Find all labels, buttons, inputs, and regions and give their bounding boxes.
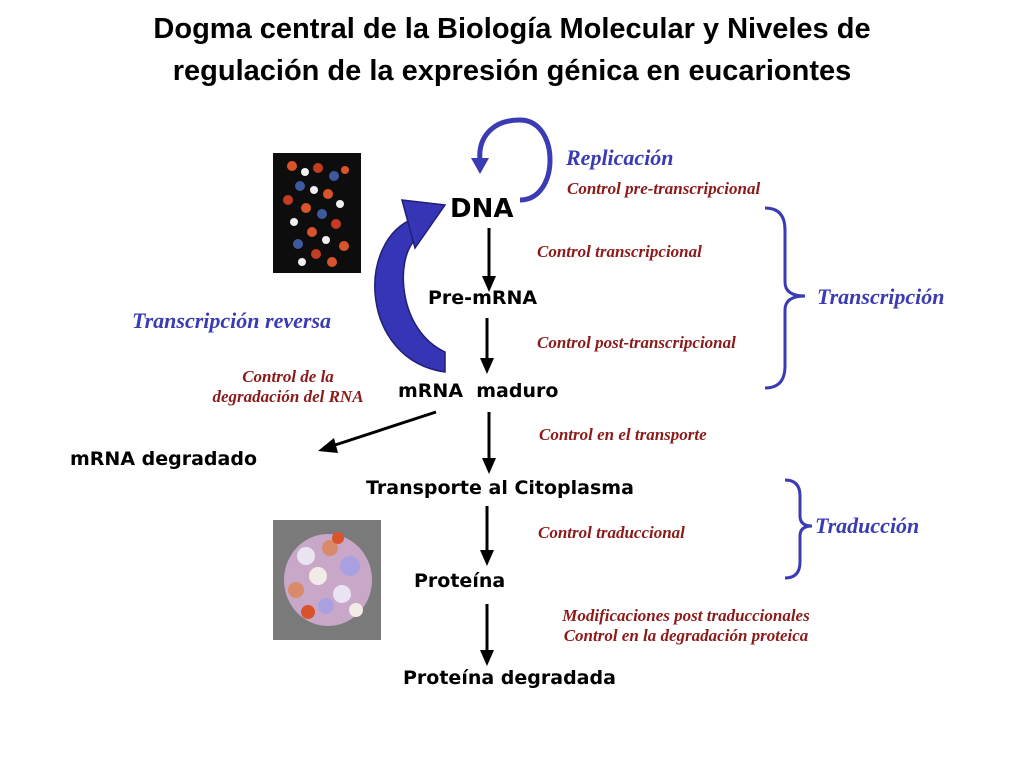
dna-helix-image <box>273 153 361 273</box>
node-mrna-maduro: mRNA maduro <box>398 380 559 402</box>
page-title-line1: Dogma central de la Biología Molecular y… <box>153 13 871 45</box>
label-traduccion: Traducción <box>815 513 920 538</box>
node-mrna-degradado: mRNA degradado <box>70 448 258 470</box>
flow-arrow-premrna-to-mrna <box>480 318 494 374</box>
reverse-transcription-arrow <box>374 199 447 373</box>
node-dna: DNA <box>450 194 514 224</box>
label-replicacion: Replicación <box>566 145 674 170</box>
translation-brace <box>784 478 813 580</box>
label-transcripcion-reversa: Transcripción reversa <box>132 308 332 333</box>
node-pre-mrna: Pre-mRNA <box>428 287 538 309</box>
transcription-brace <box>764 206 806 390</box>
control-degradacion-proteica: Control en la degradación proteica <box>563 626 809 645</box>
flow-arrow-dna-to-premrna <box>482 228 496 292</box>
control-pre-transcripcional: Control pre-transcripcional <box>567 179 761 198</box>
control-degradacion-rna-line1: Control de la <box>242 367 334 386</box>
control-transporte: Control en el transporte <box>539 425 707 444</box>
control-post-transcripcional: Control post-transcripcional <box>537 333 736 352</box>
control-post-traduccionales: Modificaciones post traduccionales <box>562 606 810 625</box>
protein-structure-image <box>273 520 381 640</box>
flow-arrow-protein-to-degraded <box>480 604 494 666</box>
control-transcripcional: Control transcripcional <box>537 242 702 261</box>
node-transporte-citoplasma: Transporte al Citoplasma <box>366 477 634 499</box>
control-degradacion-rna: Control de la degradación del RNA <box>196 367 380 407</box>
flow-arrow-mrna-to-transport <box>482 412 496 474</box>
flow-arrow-transport-to-protein <box>480 506 494 566</box>
replication-loop-arrow <box>471 117 553 203</box>
page-title-line2: regulación de la expresión génica en euc… <box>172 55 852 87</box>
flow-arrow-mrna-to-degraded <box>318 410 437 453</box>
control-traduccional: Control traduccional <box>538 523 685 542</box>
node-proteina-degradada: Proteína degradada <box>403 667 616 689</box>
control-post-traduccional: Modificaciones post traduccionales Contr… <box>536 606 836 646</box>
control-degradacion-rna-line2: degradación del RNA <box>212 387 364 406</box>
page-title: Dogma central de la Biología Molecular y… <box>0 8 1024 92</box>
label-transcripcion: Transcripción <box>817 284 945 309</box>
node-proteina: Proteína <box>414 570 506 592</box>
